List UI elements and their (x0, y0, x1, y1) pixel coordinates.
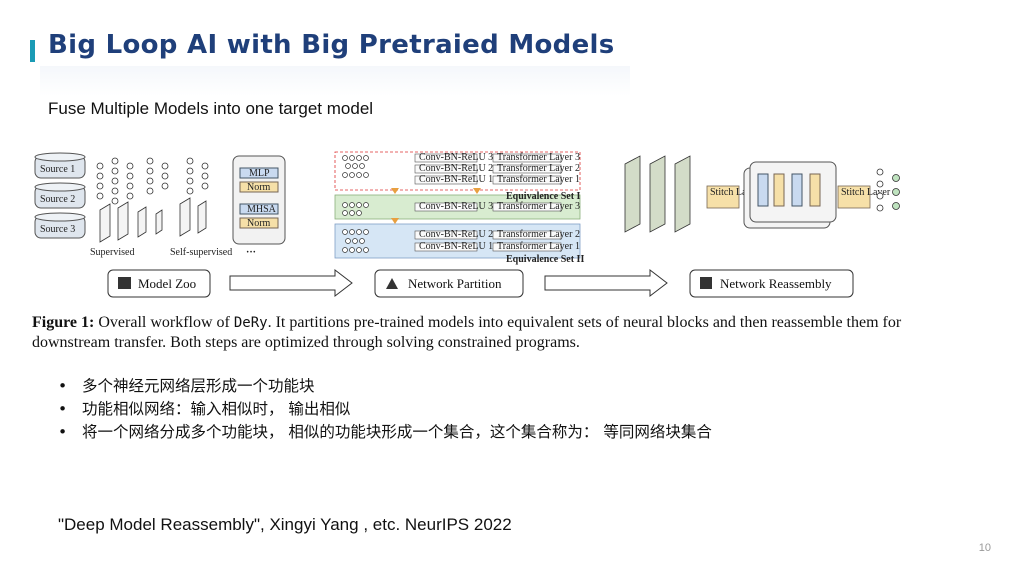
caption-code: DeRy (233, 315, 268, 331)
bullet-item: 将一个网络分成多个功能块， 相似的功能块形成一个集合，这个集合称为： 等同网络块… (58, 421, 712, 444)
caption-text-pre: Overall workflow of (94, 314, 234, 331)
transformer-layer-green: Transformer Layer 3 (497, 201, 580, 212)
mlp-label: MLP (249, 168, 270, 179)
norm-label-2: Norm (247, 218, 271, 229)
stage-network-reassembly: Network Reassembly (689, 269, 854, 298)
pretrained-networks-icon (96, 157, 209, 205)
title-underline-shadow (40, 66, 630, 96)
caption-label: Figure 1: (32, 314, 95, 331)
title-accent-bar (30, 40, 35, 62)
page-number: 10 (978, 542, 991, 554)
dery-workflow-figure: Source 1 Source 2 Source 3 (34, 151, 900, 298)
figure-caption: Figure 1: Overall workflow of DeRy. It p… (32, 313, 912, 353)
equivalence-set-2-label: Equivalence Set II (506, 254, 584, 265)
slide-subtitle: Fuse Multiple Models into one target mod… (48, 99, 374, 118)
legend-more: ··· (246, 247, 256, 258)
stage-network-partition-label: Network Partition (408, 276, 502, 291)
transformer-layer-blue-2: Transformer Layer 1 (497, 241, 580, 252)
mhsa-label: MHSA (247, 204, 277, 215)
stage-network-reassembly-label: Network Reassembly (720, 276, 832, 291)
cnn-blocks-icon (99, 197, 207, 243)
stage-model-zoo-label: Model Zoo (138, 276, 196, 291)
transformer-layer-3-top: Transformer Layer 3 (497, 152, 580, 163)
stage-network-partition: Network Partition (374, 269, 524, 298)
norm-label-1: Norm (247, 182, 271, 193)
conv-block-1-top: Conv-BN-ReLU 1 (419, 174, 493, 185)
source-2-label: Source 2 (40, 194, 75, 205)
legend-supervised: Supervised (90, 247, 134, 258)
transformer-layer-2-top: Transformer Layer 2 (497, 163, 580, 174)
bullet-item: 多个神经元网络层形成一个功能块 (58, 375, 712, 398)
source-3-label: Source 3 (40, 224, 75, 235)
caption-text-post: . It partitions pre-trained models into … (32, 314, 902, 351)
conv-block-blue-2: Conv-BN-ReLU 1 (419, 241, 493, 252)
slide-title: Big Loop AI with Big Pretraied Models (48, 30, 615, 60)
conv-block-green: Conv-BN-ReLU 3 (419, 201, 493, 212)
conv-block-blue-1: Conv-BN-ReLU 2 (419, 229, 493, 240)
stitch-layer-right: Stitch Layer (841, 187, 891, 198)
stage-model-zoo: Model Zoo (107, 269, 211, 298)
conv-block-2-top: Conv-BN-ReLU 2 (419, 163, 493, 174)
arrow-icon (229, 268, 353, 298)
paper-reference: "Deep Model Reassembly", Xingyi Yang , e… (58, 515, 512, 534)
partition-arrows-icon (391, 188, 481, 224)
transformer-block-icon: MLP Norm MHSA Norm (232, 155, 286, 245)
reassembled-model-icon: Stitch Layer Stitch Layer (624, 155, 900, 233)
bullet-list: 多个神经元网络层形成一个功能块 功能相似网络：输入相似时， 输出相似 将一个网络… (58, 375, 712, 444)
stitch-layer-left: Stitch Layer (710, 187, 760, 198)
source-1-label: Source 1 (40, 164, 75, 175)
equivalence-sets-panel: Conv-BN-ReLU 3 Conv-BN-ReLU 2 Conv-BN-Re… (334, 151, 584, 265)
conv-block-3-top: Conv-BN-ReLU 3 (419, 152, 493, 163)
arrow-icon (544, 268, 668, 298)
legend-self-supervised: Self-supervised (170, 247, 232, 258)
source-cylinders: Source 1 Source 2 Source 3 (34, 152, 86, 239)
transformer-layer-blue-1: Transformer Layer 2 (497, 229, 580, 240)
bullet-item: 功能相似网络：输入相似时， 输出相似 (58, 398, 712, 421)
transformer-layer-1-top: Transformer Layer 1 (497, 174, 580, 185)
equivalence-set-1-label: Equivalence Set I (506, 191, 581, 202)
